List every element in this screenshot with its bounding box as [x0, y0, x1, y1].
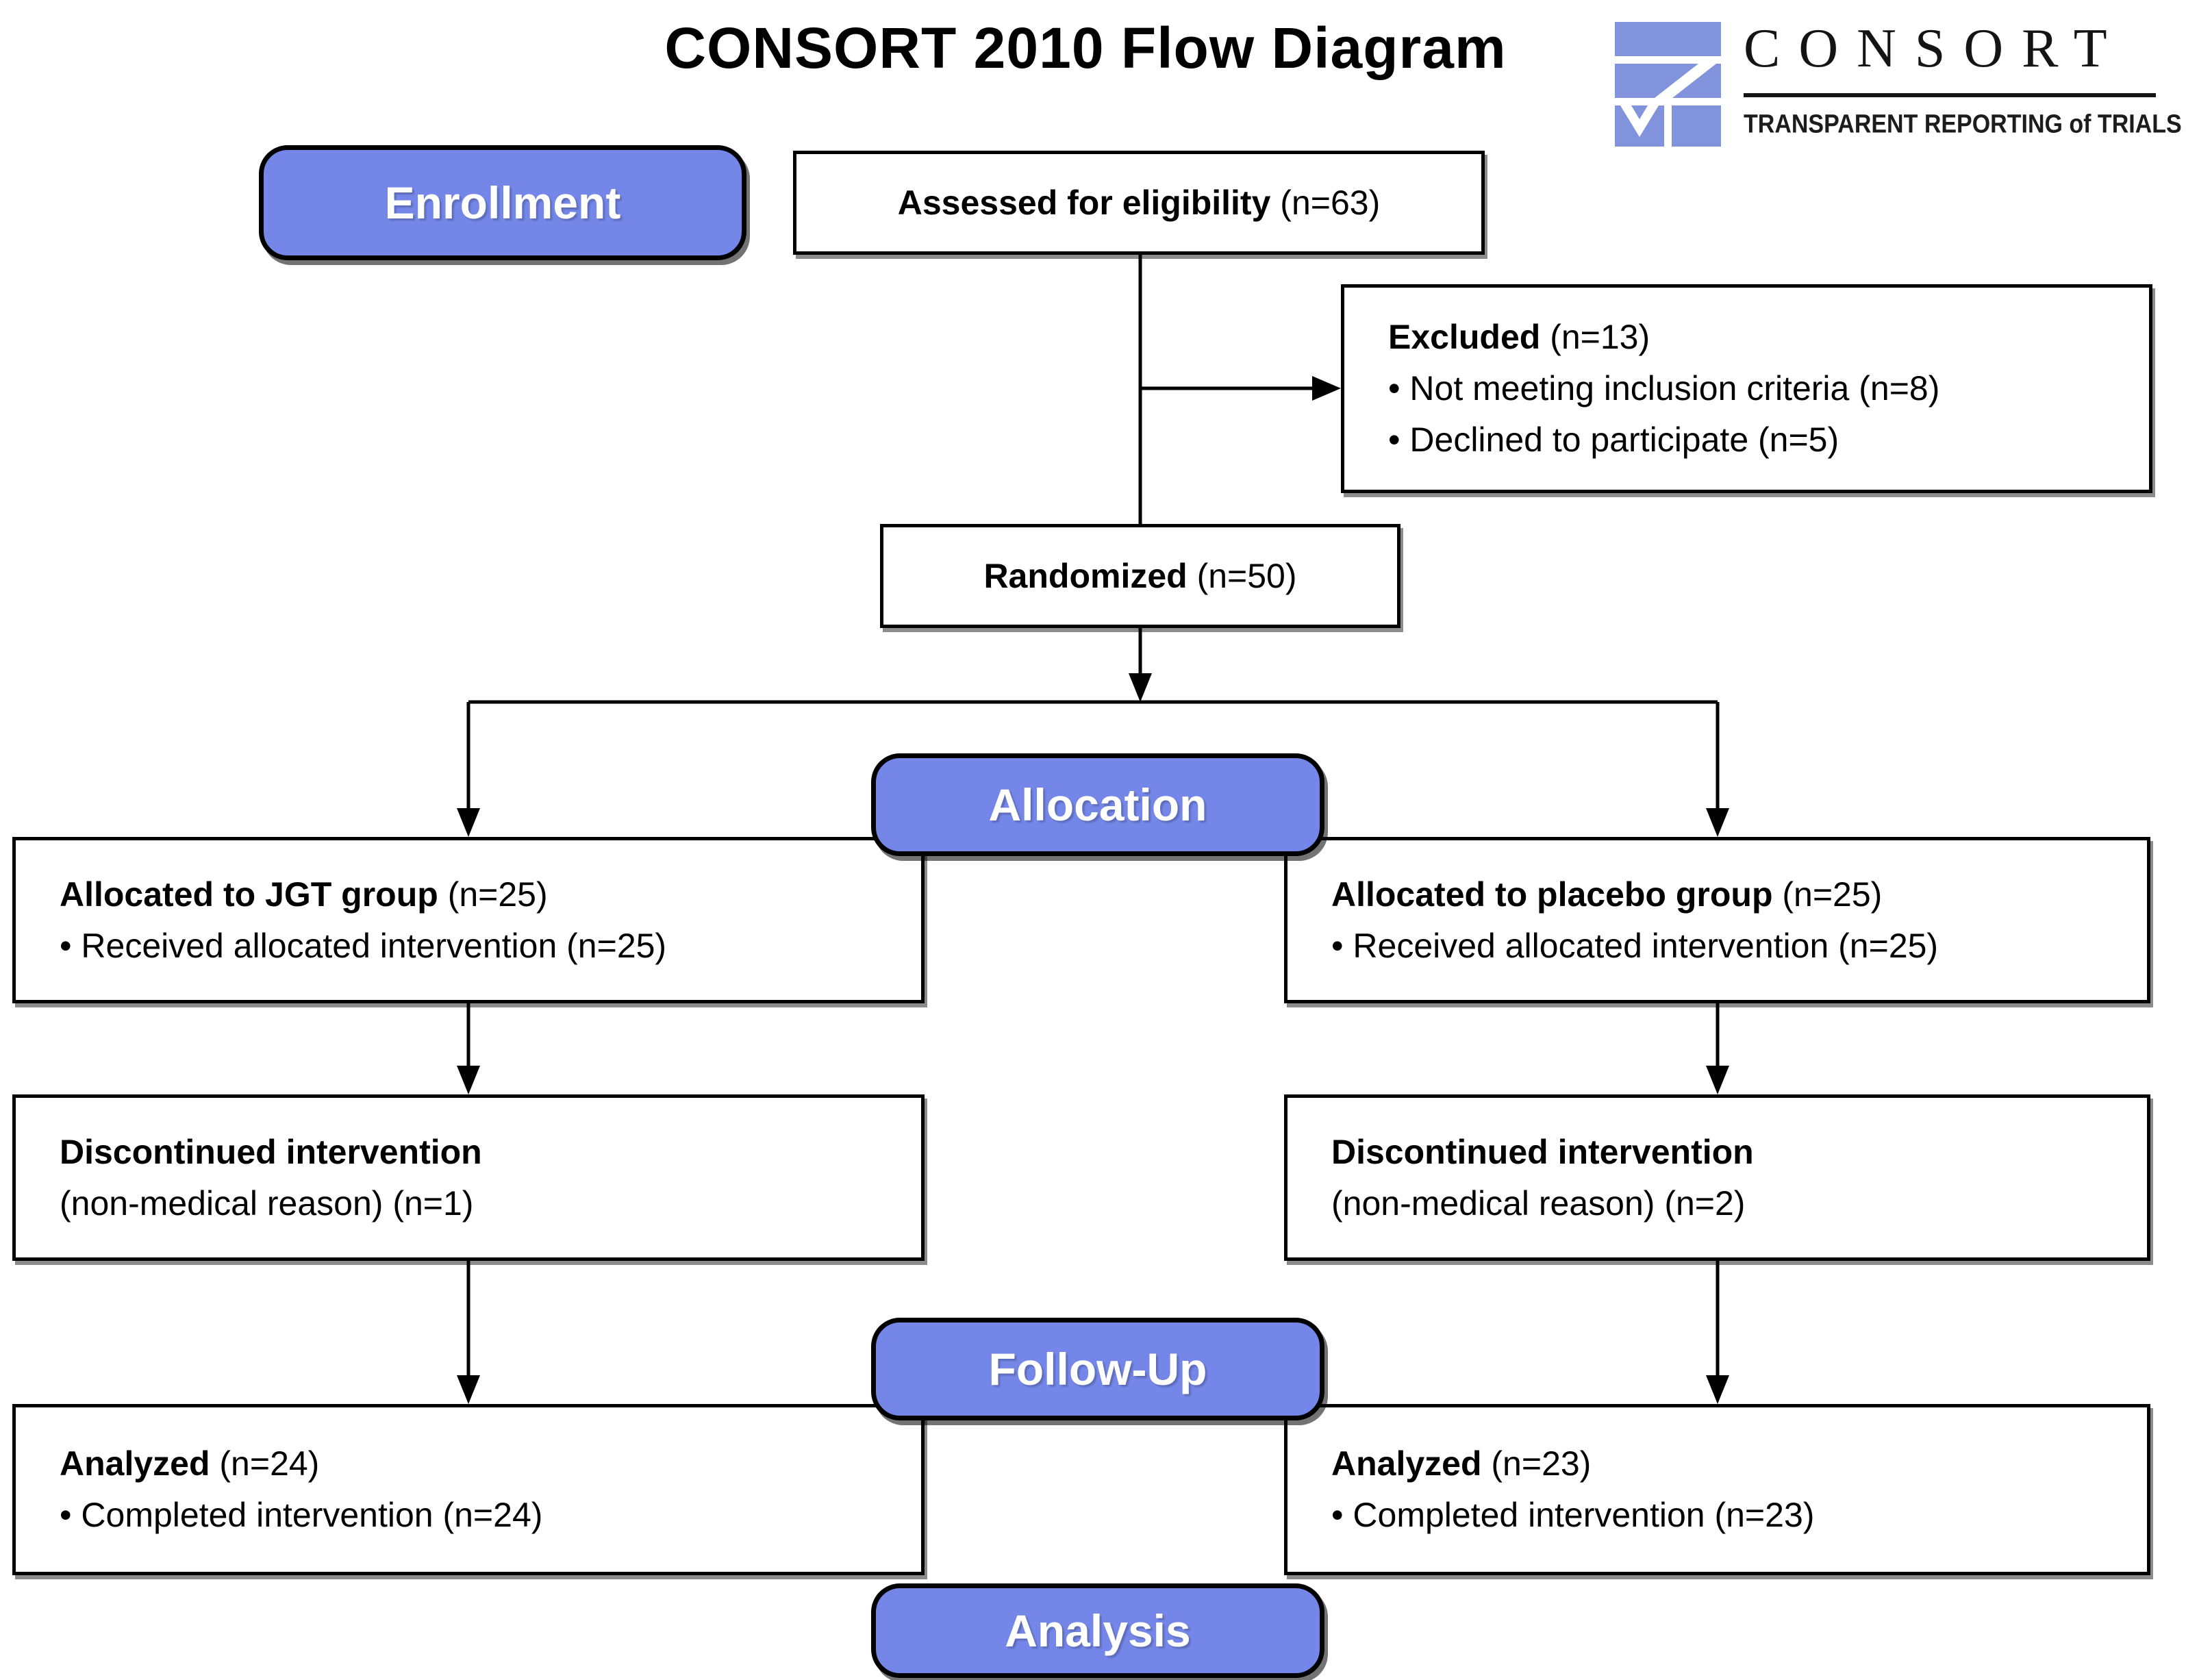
box-randomized-text: Randomized (n=50) [983, 556, 1297, 595]
box-discontinued-placebo-heading: Discontinued intervention [1331, 1132, 1754, 1171]
stage-badge-enrollment: Enrollment [259, 145, 746, 260]
box-discontinued-placebo: Discontinued intervention (non-medical r… [1284, 1094, 2150, 1261]
box-discontinued-placebo-detail: (non-medical reason) (n=2) [1331, 1183, 1746, 1223]
box-allocated-placebo-bullet: • Received allocated intervention (n=25) [1331, 926, 1939, 965]
box-randomized: Randomized (n=50) [880, 524, 1400, 628]
stage-badge-allocation: Allocation [871, 753, 1324, 856]
box-analyzed-jgt-bullet: • Completed intervention (n=24) [60, 1496, 543, 1534]
consort-logo-wordmark: CONSORT [1744, 18, 2126, 79]
box-analyzed-jgt-heading: Analyzed (n=24) [60, 1444, 320, 1483]
box-allocated-jgt-heading: Allocated to JGT group (n=25) [60, 875, 548, 914]
arrow-randomized-to-branch [1129, 628, 1152, 702]
box-analyzed-placebo-heading: Analyzed (n=23) [1331, 1444, 1592, 1483]
arrow-to-discontinued-jgt [457, 1003, 480, 1094]
box-excluded-heading: Excluded (n=13) [1388, 318, 1650, 356]
box-allocated-placebo-heading: Allocated to placebo group (n=25) [1331, 875, 1883, 914]
arrow-to-allocated-placebo [1706, 702, 1729, 837]
box-allocated-jgt-bullet: • Received allocated intervention (n=25) [60, 926, 667, 965]
box-analyzed-jgt: Analyzed (n=24) • Completed intervention… [12, 1404, 925, 1575]
consort-logo: CONSORT TRANSPARENT REPORTING of TRIALS [1615, 12, 2182, 147]
consort-logo-rule [1744, 93, 2156, 97]
consort-logo-tagline: TRANSPARENT REPORTING of TRIALS [1744, 110, 2182, 139]
box-assessed-eligibility: Assessed for eligibility (n=63) [793, 151, 1485, 255]
stage-badge-analysis: Analysis [871, 1583, 1324, 1678]
box-discontinued-jgt: Discontinued intervention (non-medical r… [12, 1094, 925, 1261]
box-excluded-bullet: • Not meeting inclusion criteria (n=8) [1388, 369, 1940, 408]
arrow-to-discontinued-placebo [1706, 1003, 1729, 1094]
box-analyzed-placebo-bullet: • Completed intervention (n=23) [1331, 1496, 1815, 1534]
arrow-to-excluded [1140, 376, 1341, 401]
box-allocated-jgt: Allocated to JGT group (n=25) • Received… [12, 837, 925, 1003]
box-excluded-bullet: • Declined to participate (n=5) [1388, 421, 1839, 459]
box-excluded: Excluded (n=13) • Not meeting inclusion … [1341, 284, 2152, 493]
arrow-to-analyzed-jgt [457, 1261, 480, 1404]
arrow-to-allocated-jgt [457, 702, 480, 837]
page-title: CONSORT 2010 Flow Diagram [664, 16, 1507, 80]
consort-checkmark-icon [1615, 22, 1721, 147]
box-allocated-placebo: Allocated to placebo group (n=25) • Rece… [1284, 837, 2150, 1003]
stage-badge-followup: Follow-Up [871, 1318, 1324, 1420]
arrow-to-analyzed-placebo [1706, 1261, 1729, 1404]
box-discontinued-jgt-detail: (non-medical reason) (n=1) [60, 1183, 474, 1223]
box-assessed-text: Assessed for eligibility (n=63) [897, 183, 1381, 222]
box-analyzed-placebo: Analyzed (n=23) • Completed intervention… [1284, 1404, 2150, 1575]
box-discontinued-jgt-heading: Discontinued intervention [60, 1132, 482, 1171]
